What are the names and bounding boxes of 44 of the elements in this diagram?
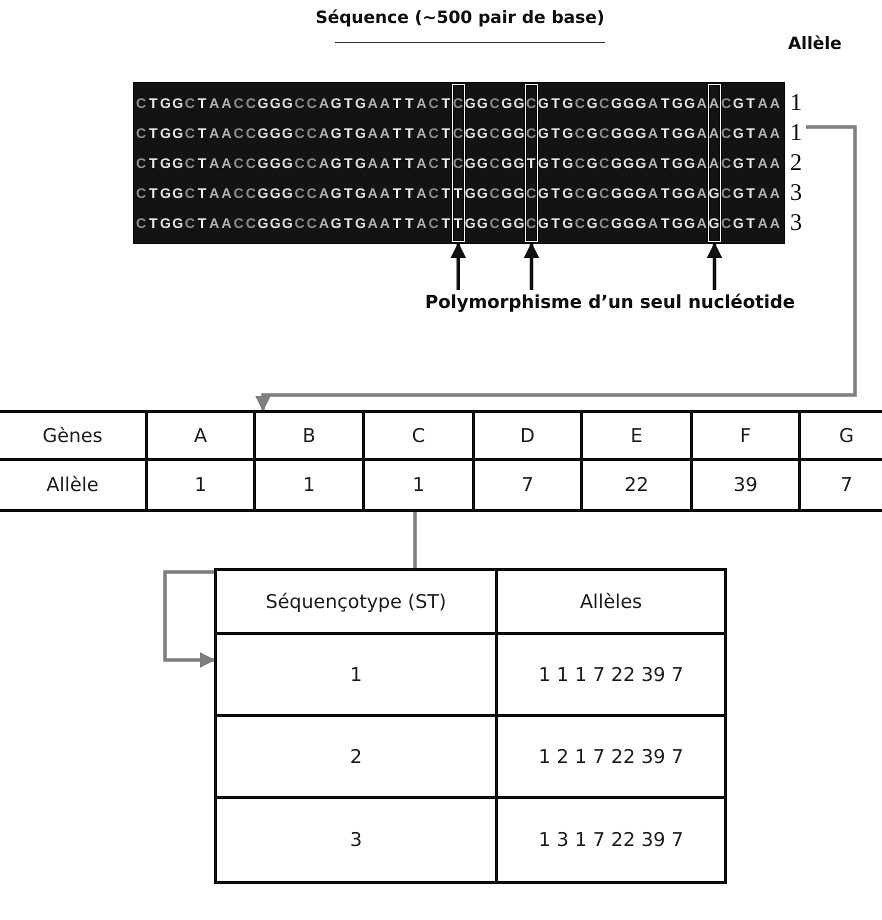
table-cell: Gènes bbox=[0, 413, 148, 461]
table-cell: Allèles bbox=[498, 571, 724, 635]
table-cell: Allèle bbox=[0, 461, 148, 509]
genes-table bbox=[0, 410, 882, 512]
allele-number: 2 bbox=[790, 149, 802, 178]
column-heading: Allèle bbox=[788, 34, 842, 54]
table-cell: Séquençotype (ST) bbox=[217, 571, 498, 635]
arrow bbox=[255, 125, 857, 412]
table-cell: 1 bbox=[256, 461, 365, 509]
sequence-row-text: CTGGCTAACCGGGCCAGTGAATTACTTGGCGGCGTGCGCGGGATGGAGCGTAA bbox=[135, 214, 781, 233]
sequence-row-text: CTGGCTAACCGGGCCAGTGAATTACTCGGCGGTGTGCGCGGGATGGAACGTAA bbox=[135, 154, 781, 173]
arrow bbox=[524, 242, 540, 290]
table-cell: A bbox=[148, 413, 256, 461]
sequence-row-text: CTGGCTAACCGGGCCAGTGAATTACTTGGCGGCGTGCGCGGGATGGAGCGTAA bbox=[135, 184, 781, 203]
allele-number: 1 bbox=[790, 89, 802, 118]
table-cell: 1 bbox=[217, 635, 498, 717]
table-cell: 22 bbox=[583, 461, 693, 509]
allele-number: 3 bbox=[790, 179, 802, 208]
table-cell: 1 bbox=[148, 461, 256, 509]
snp-label: Polymorphisme d’un seul nucléotide bbox=[410, 292, 810, 313]
allele-number: 3 bbox=[790, 209, 802, 238]
table-cell: 1 1 1 7 22 39 7 bbox=[498, 635, 724, 717]
table-cell: B bbox=[256, 413, 365, 461]
table-cell: 1 2 1 7 22 39 7 bbox=[498, 717, 724, 799]
sequence-type-table bbox=[214, 568, 727, 884]
sequence-row-text: CTGGCTAACCGGGCCAGTGAATTACTCGGCGGCGTGCGCGGGATGGAACGTAA bbox=[135, 94, 781, 113]
table-cell: 7 bbox=[475, 461, 583, 509]
arrow bbox=[450, 242, 466, 290]
table-cell: F bbox=[693, 413, 801, 461]
title: Séquence (~500 pair de base) bbox=[314, 8, 606, 28]
table-cell: E bbox=[583, 413, 693, 461]
table-cell: 39 bbox=[693, 461, 801, 509]
table-cell: D bbox=[475, 413, 583, 461]
table-cell: G bbox=[801, 413, 882, 461]
arrow bbox=[706, 242, 722, 290]
table-cell-text: 1 3 1 7 22 39 7 bbox=[537, 828, 685, 853]
allele-number: 1 bbox=[790, 118, 802, 148]
sequence-alignment-panel bbox=[133, 82, 785, 244]
table-cell-text: 7 bbox=[839, 473, 854, 498]
table-cell: 3 bbox=[217, 799, 498, 881]
table-cell: 1 bbox=[365, 461, 475, 509]
table-cell: C bbox=[365, 413, 475, 461]
table-cell: 2 bbox=[217, 717, 498, 799]
sequence-row-text: CTGGCTAACCGGGCCAGTGAATTACTCGGCGGCGTGCGCGGGATGGAACGTAA bbox=[135, 124, 781, 143]
